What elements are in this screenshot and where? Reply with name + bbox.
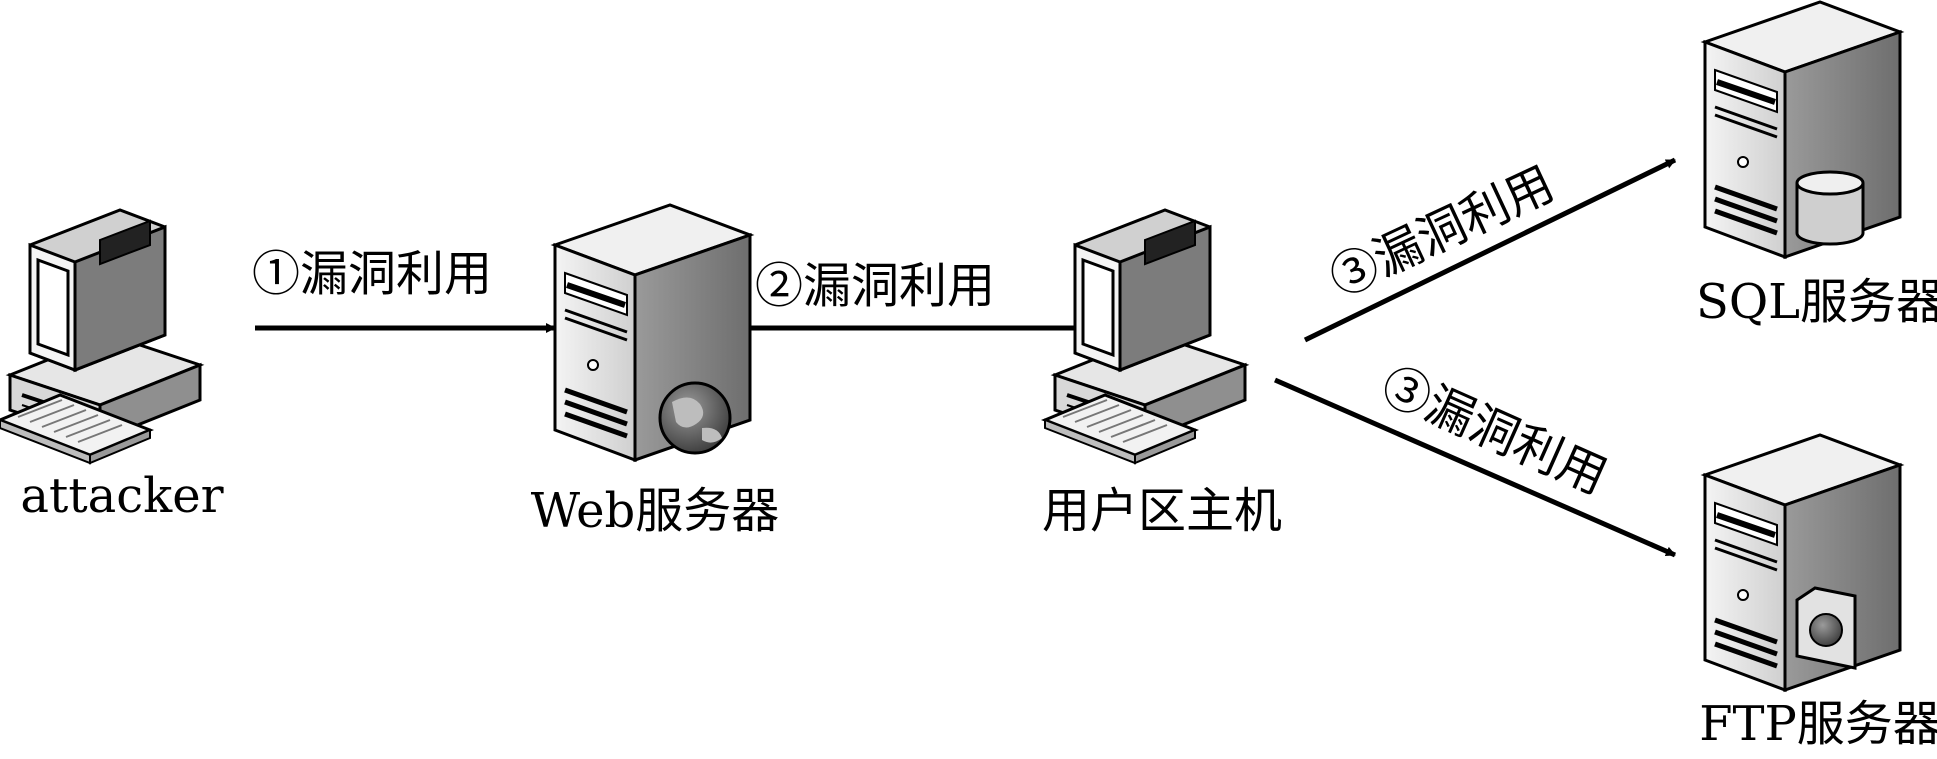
edge-user-host-to-ftp: ③漏洞利用 bbox=[1273, 357, 1677, 558]
edge-label-3b: ③漏洞利用 bbox=[1373, 357, 1615, 506]
ftp-server-label: FTP服务器 bbox=[1699, 696, 1937, 752]
desktop-computer-icon bbox=[1043, 208, 1247, 465]
desktop-computer-icon bbox=[0, 208, 202, 465]
web-server-node: Web服务器 bbox=[531, 205, 780, 539]
sql-server-node: SQL服务器 bbox=[1696, 2, 1937, 330]
edge-attacker-to-web: ①漏洞利用 bbox=[252, 246, 556, 333]
edge-line bbox=[1303, 157, 1677, 343]
globe-icon bbox=[658, 381, 732, 455]
edge-label-2: ②漏洞利用 bbox=[755, 258, 995, 314]
user-host-label: 用户区主机 bbox=[1042, 483, 1282, 539]
attacker-node: attacker bbox=[0, 208, 224, 524]
web-server-label: Web服务器 bbox=[531, 483, 780, 539]
folder-globe-icon bbox=[1795, 586, 1857, 670]
edge-web-to-user-host: ②漏洞利用 bbox=[745, 258, 1106, 333]
user-host-node: 用户区主机 bbox=[1042, 208, 1282, 539]
attacker-label: attacker bbox=[20, 468, 223, 524]
edge-user-host-to-sql: ③漏洞利用 bbox=[1303, 156, 1677, 343]
edge-label-1: ①漏洞利用 bbox=[252, 246, 492, 302]
ftp-server-node: FTP服务器 bbox=[1699, 435, 1937, 752]
sql-server-label: SQL服务器 bbox=[1696, 274, 1937, 330]
edge-line bbox=[1273, 377, 1677, 558]
database-icon bbox=[1795, 170, 1865, 246]
